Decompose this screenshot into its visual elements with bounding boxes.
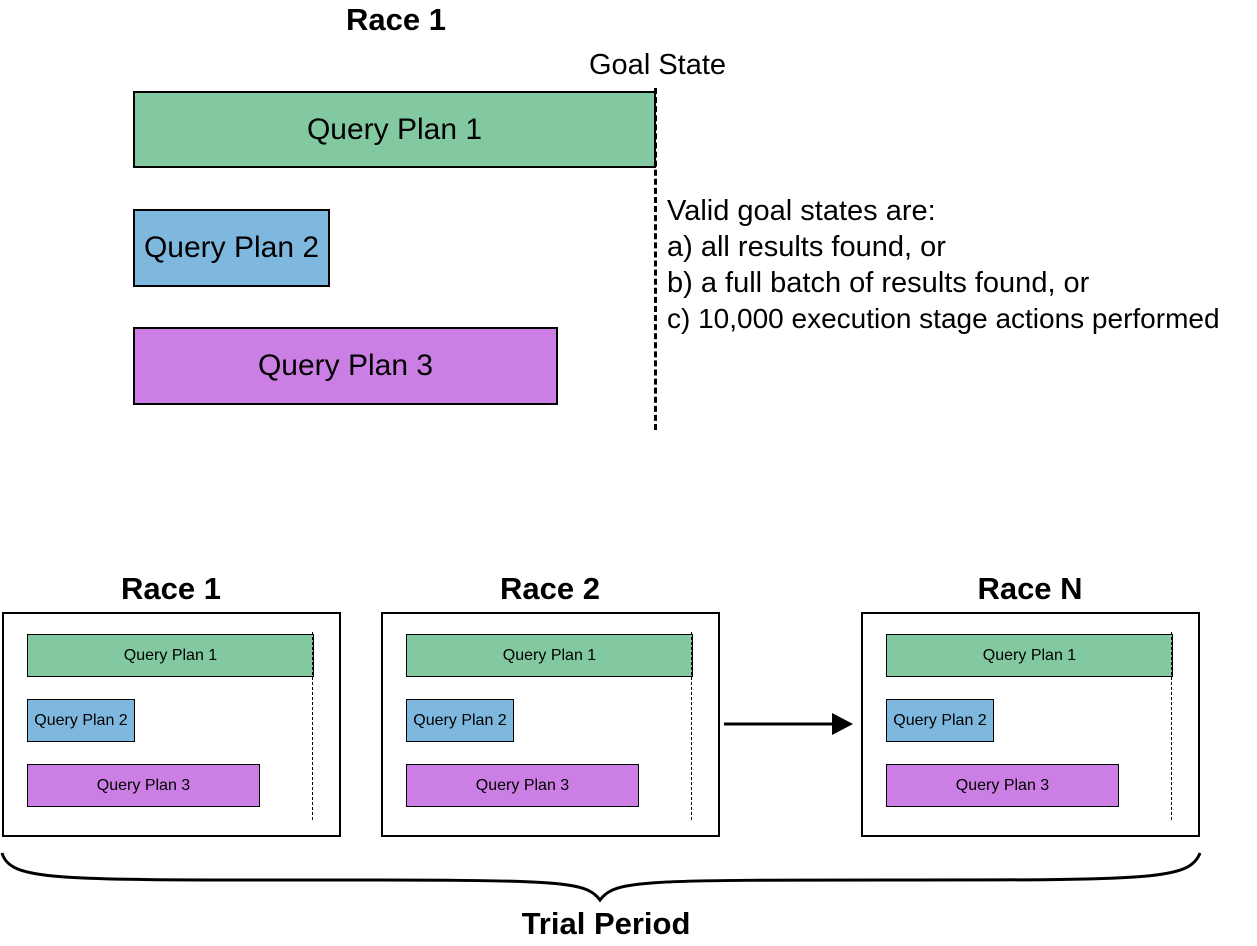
race-n-goal-line: [1171, 632, 1172, 820]
goal-states-note: Valid goal states are: a) all results fo…: [667, 193, 1220, 337]
race-2-query-plan-1-bar: Query Plan 1: [406, 634, 693, 677]
goal-state-label: Goal State: [589, 49, 727, 81]
race-1-query-plan-2-bar: Query Plan 2: [27, 699, 135, 742]
top-race-title: Race 1: [346, 2, 446, 37]
race-1-goal-line: [312, 632, 313, 820]
goal-state-item-c: c) 10,000 execution stage actions perfor…: [667, 303, 1220, 334]
race-2-goal-line: [691, 632, 692, 820]
right-arrow-icon: [724, 713, 853, 735]
race-1-query-plan-1-bar: Query Plan 1: [27, 634, 314, 677]
trial-period-label: Trial Period: [521, 906, 691, 941]
trial-period-brace: [0, 852, 1202, 903]
goal-state-item-b: b) a full batch of results found, or: [667, 267, 1090, 299]
race-n-query-plan-1-bar: Query Plan 1: [886, 634, 1173, 677]
race-2-title: Race 2: [500, 571, 600, 606]
race-n-query-plan-2-bar: Query Plan 2: [886, 699, 994, 742]
race-n-title: Race N: [977, 571, 1083, 606]
race-1-query-plan-3-bar: Query Plan 3: [27, 764, 260, 807]
top-query-plan-1-bar: Query Plan 1: [133, 91, 656, 168]
goal-state-item-a: a) all results found, or: [667, 231, 946, 263]
goal-state-line: [654, 88, 657, 430]
top-query-plan-3-bar: Query Plan 3: [133, 327, 558, 405]
race-1-title: Race 1: [121, 571, 221, 606]
top-query-plan-2-bar: Query Plan 2: [133, 209, 330, 287]
race-2-query-plan-3-bar: Query Plan 3: [406, 764, 639, 807]
goal-states-heading: Valid goal states are:: [667, 195, 936, 227]
race-2-query-plan-2-bar: Query Plan 2: [406, 699, 514, 742]
race-n-query-plan-3-bar: Query Plan 3: [886, 764, 1119, 807]
